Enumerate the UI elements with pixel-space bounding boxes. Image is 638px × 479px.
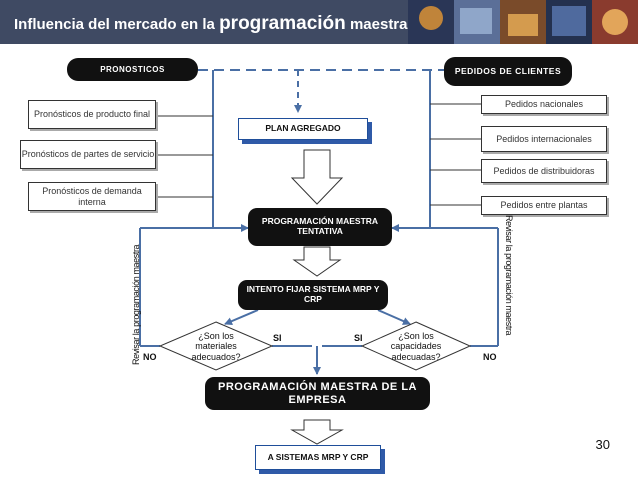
decision-materiales-text: ¿Son los materiales adecuados? — [191, 331, 241, 362]
title-prefix: Influencia del mercado en la — [14, 16, 220, 33]
arrow-to-materiales — [224, 309, 259, 325]
block-arrow-2 — [292, 246, 342, 277]
header-photo-collage — [408, 0, 638, 44]
no-label-left: NO — [143, 352, 157, 362]
prog-tentativa-node: PROGRAMACIÓN MAESTRA TENTATIVA — [248, 208, 392, 246]
page-number: 30 — [595, 437, 610, 452]
ped-plantas-node: Pedidos entre plantas — [481, 196, 607, 215]
revisar-label-right: Revisar la programación maestra — [504, 215, 514, 336]
slide-title: Influencia del mercado en la programació… — [14, 13, 408, 35]
pron-producto-node: Pronósticos de producto final — [28, 100, 156, 129]
pron-partes-node: Pronósticos de partes de servicio — [20, 140, 156, 169]
title-emphasis: programación — [219, 13, 346, 34]
plan-agregado-node: PLAN AGREGADO — [238, 118, 368, 140]
decision-capacidades-shape — [360, 321, 472, 371]
revisar-label-left: Revisar la programación maestra — [131, 244, 141, 365]
a-sistemas-node: A SISTEMAS MRP Y CRP — [255, 445, 381, 470]
ped-distribuidoras-node: Pedidos de distribuidoras — [481, 159, 607, 183]
pedidos-clientes-node: PEDIDOS DE CLIENTES — [444, 57, 572, 86]
ped-nacionales-node: Pedidos nacionales — [481, 95, 607, 114]
intento-fijar-node: INTENTO FIJAR SISTEMA MRP Y CRP — [238, 280, 388, 310]
decision-capacidades-text: ¿Son los capacidades adecuadas? — [390, 331, 442, 362]
si-label-left: SI — [273, 333, 282, 343]
si-label-right: SI — [354, 333, 363, 343]
ped-internacionales-node: Pedidos internacionales — [481, 126, 607, 152]
title-suffix: maestra — [345, 16, 408, 33]
pron-demanda-node: Pronósticos de demanda interna — [28, 182, 156, 211]
block-arrow-3 — [290, 419, 344, 445]
no-label-right: NO — [483, 352, 497, 362]
header-bar: Influencia del mercado en la programació… — [0, 0, 638, 44]
pronosticos-node: PRONOSTICOS — [67, 58, 198, 81]
block-arrow-1 — [290, 149, 344, 205]
decision-materiales-shape — [158, 321, 274, 371]
prog-empresa-node: PROGRAMACIÓN MAESTRA DE LA EMPRESA — [205, 377, 430, 410]
arrow-to-capacidades — [377, 309, 411, 325]
